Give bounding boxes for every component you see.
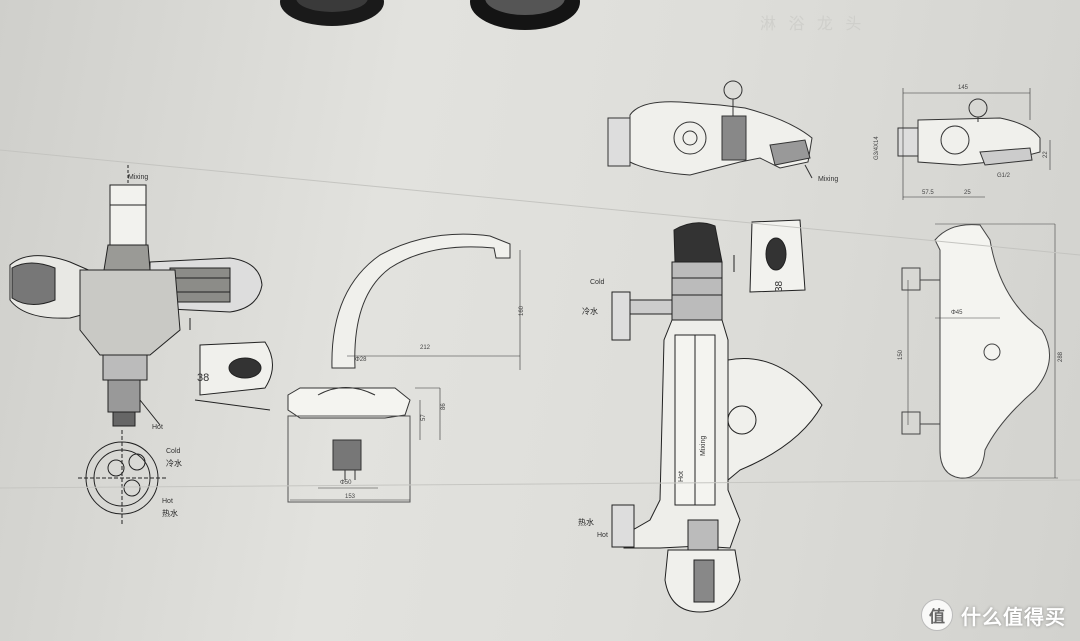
deck-faucet-drawing [287,233,521,503]
label-body-hot: Hot [678,471,685,482]
dim-g34: G3/4X14 [874,136,880,160]
label-cold-cn-center: 冷水 [582,307,598,316]
right-top-elevation [897,88,1051,200]
label-handle-num-left: 38 [197,372,210,384]
dim-150: 150 [898,349,904,360]
label-hot-en-left: Hot [162,498,173,505]
fold-line [0,479,1080,489]
label-hot-en-center: Hot [597,532,608,539]
dim-145: 145 [958,85,969,91]
watermark-text: 什么值得买 [961,606,1066,629]
label-hot-cn-left: 热水 [162,509,178,518]
label-hot-cn-center: 热水 [578,518,594,527]
label-cold-cn-left: 冷水 [166,459,182,468]
label-mixing-top: Mixing [128,174,149,181]
dim-288: 288 [1058,351,1064,362]
label-cold-en-left: Cold [166,448,181,455]
wall-mixer-section [611,219,823,613]
left-valve-section [9,165,273,525]
dim-575: 57.5 [922,190,934,196]
washer-left [280,0,384,26]
label-handle-num-right: 38 [774,280,785,292]
dim-86: 86 [441,403,447,410]
dim-25: 25 [964,190,971,196]
site-watermark: 值 什么值得买 [921,599,1066,631]
dim-212: 212 [420,345,431,351]
label-mixing-right: Mixing [818,176,839,183]
dim-phi50: Φ50 [340,480,352,486]
fold-line [0,149,1080,256]
dim-phi28: Φ28 [355,357,367,363]
faint-heading: 淋 浴 龙 头 [760,16,866,33]
dim-160: 160 [519,305,525,316]
dim-22: 22 [1043,151,1049,158]
dim-153: 153 [345,494,356,500]
dim-57: 57 [421,414,427,421]
label-body-mixing: Mixing [700,435,707,456]
dim-g12: G1/2 [997,173,1011,179]
label-hot-en-arrow: Hot [152,424,163,431]
watermark-logo-icon: 值 [921,599,953,631]
top-mixer-section [607,80,813,179]
right-wall-elevation [901,223,1058,479]
label-cold-en-center: Cold [590,279,605,286]
washer-right [470,0,580,30]
dim-phi45: Φ45 [951,310,963,316]
